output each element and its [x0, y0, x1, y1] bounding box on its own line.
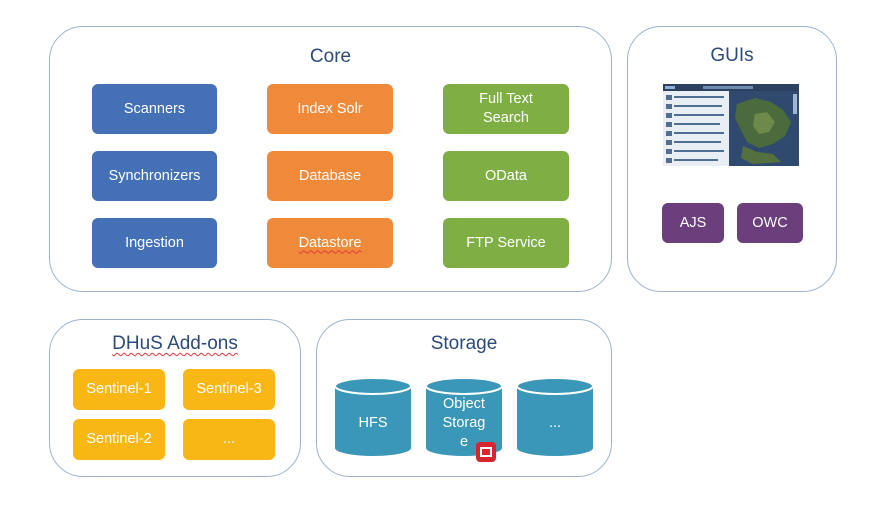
database-box: Database [267, 151, 393, 201]
addons-panel: DHuS Add-ons Sentinel-1 Sentinel-3 Senti… [49, 319, 301, 477]
addons-title-text: DHuS Add-ons [112, 333, 238, 354]
openstack-logo-icon [476, 442, 496, 462]
guis-title: GUIs [710, 45, 754, 66]
gui-screenshot-thumbnail [663, 84, 799, 166]
scanners-box: Scanners [92, 84, 217, 134]
more-storage-cylinder: ... [516, 377, 594, 457]
storage-panel: Storage HFS Object Storag e ... [316, 319, 612, 477]
hfs-cylinder: HFS [334, 377, 412, 457]
sentinel-2-box: Sentinel-2 [73, 419, 165, 460]
index-solr-box: Index Solr [267, 84, 393, 134]
more-storage-label: ... [548, 414, 562, 431]
full-text-search-box: Full Text Search [443, 84, 569, 134]
full-text-search-line2: Search [483, 110, 529, 126]
core-title: Core [309, 46, 352, 67]
owc-button[interactable]: OWC [737, 203, 803, 243]
ajs-button[interactable]: AJS [662, 203, 724, 243]
sentinel-3-box: Sentinel-3 [183, 369, 275, 410]
odata-box: OData [443, 151, 569, 201]
full-text-search-line1: Full Text [479, 91, 533, 107]
ftp-service-box: FTP Service [443, 218, 569, 268]
datastore-box: Datastore [267, 218, 393, 268]
guis-panel: GUIs AJS OWC [627, 26, 837, 292]
object-storage-line1: Object [443, 395, 485, 412]
addons-title: DHuS Add-ons [50, 333, 300, 355]
synchronizers-box: Synchronizers [92, 151, 217, 201]
object-storage-line2: Storag [442, 414, 486, 431]
more-addons-box: ... [183, 419, 275, 460]
sentinel-1-box: Sentinel-1 [73, 369, 165, 410]
hfs-label: HFS [358, 414, 388, 431]
object-storage-label: Object Storag e [425, 389, 503, 457]
index-solr-label: Index Solr [297, 100, 363, 117]
ingestion-box: Ingestion [92, 218, 217, 268]
object-storage-line3: e [459, 433, 469, 450]
datastore-label: Datastore [298, 234, 362, 251]
core-panel: Core Scanners Synchronizers Ingestion In… [49, 26, 612, 292]
object-storage-cylinder: Object Storag e [425, 377, 503, 457]
storage-title: Storage [430, 333, 498, 354]
